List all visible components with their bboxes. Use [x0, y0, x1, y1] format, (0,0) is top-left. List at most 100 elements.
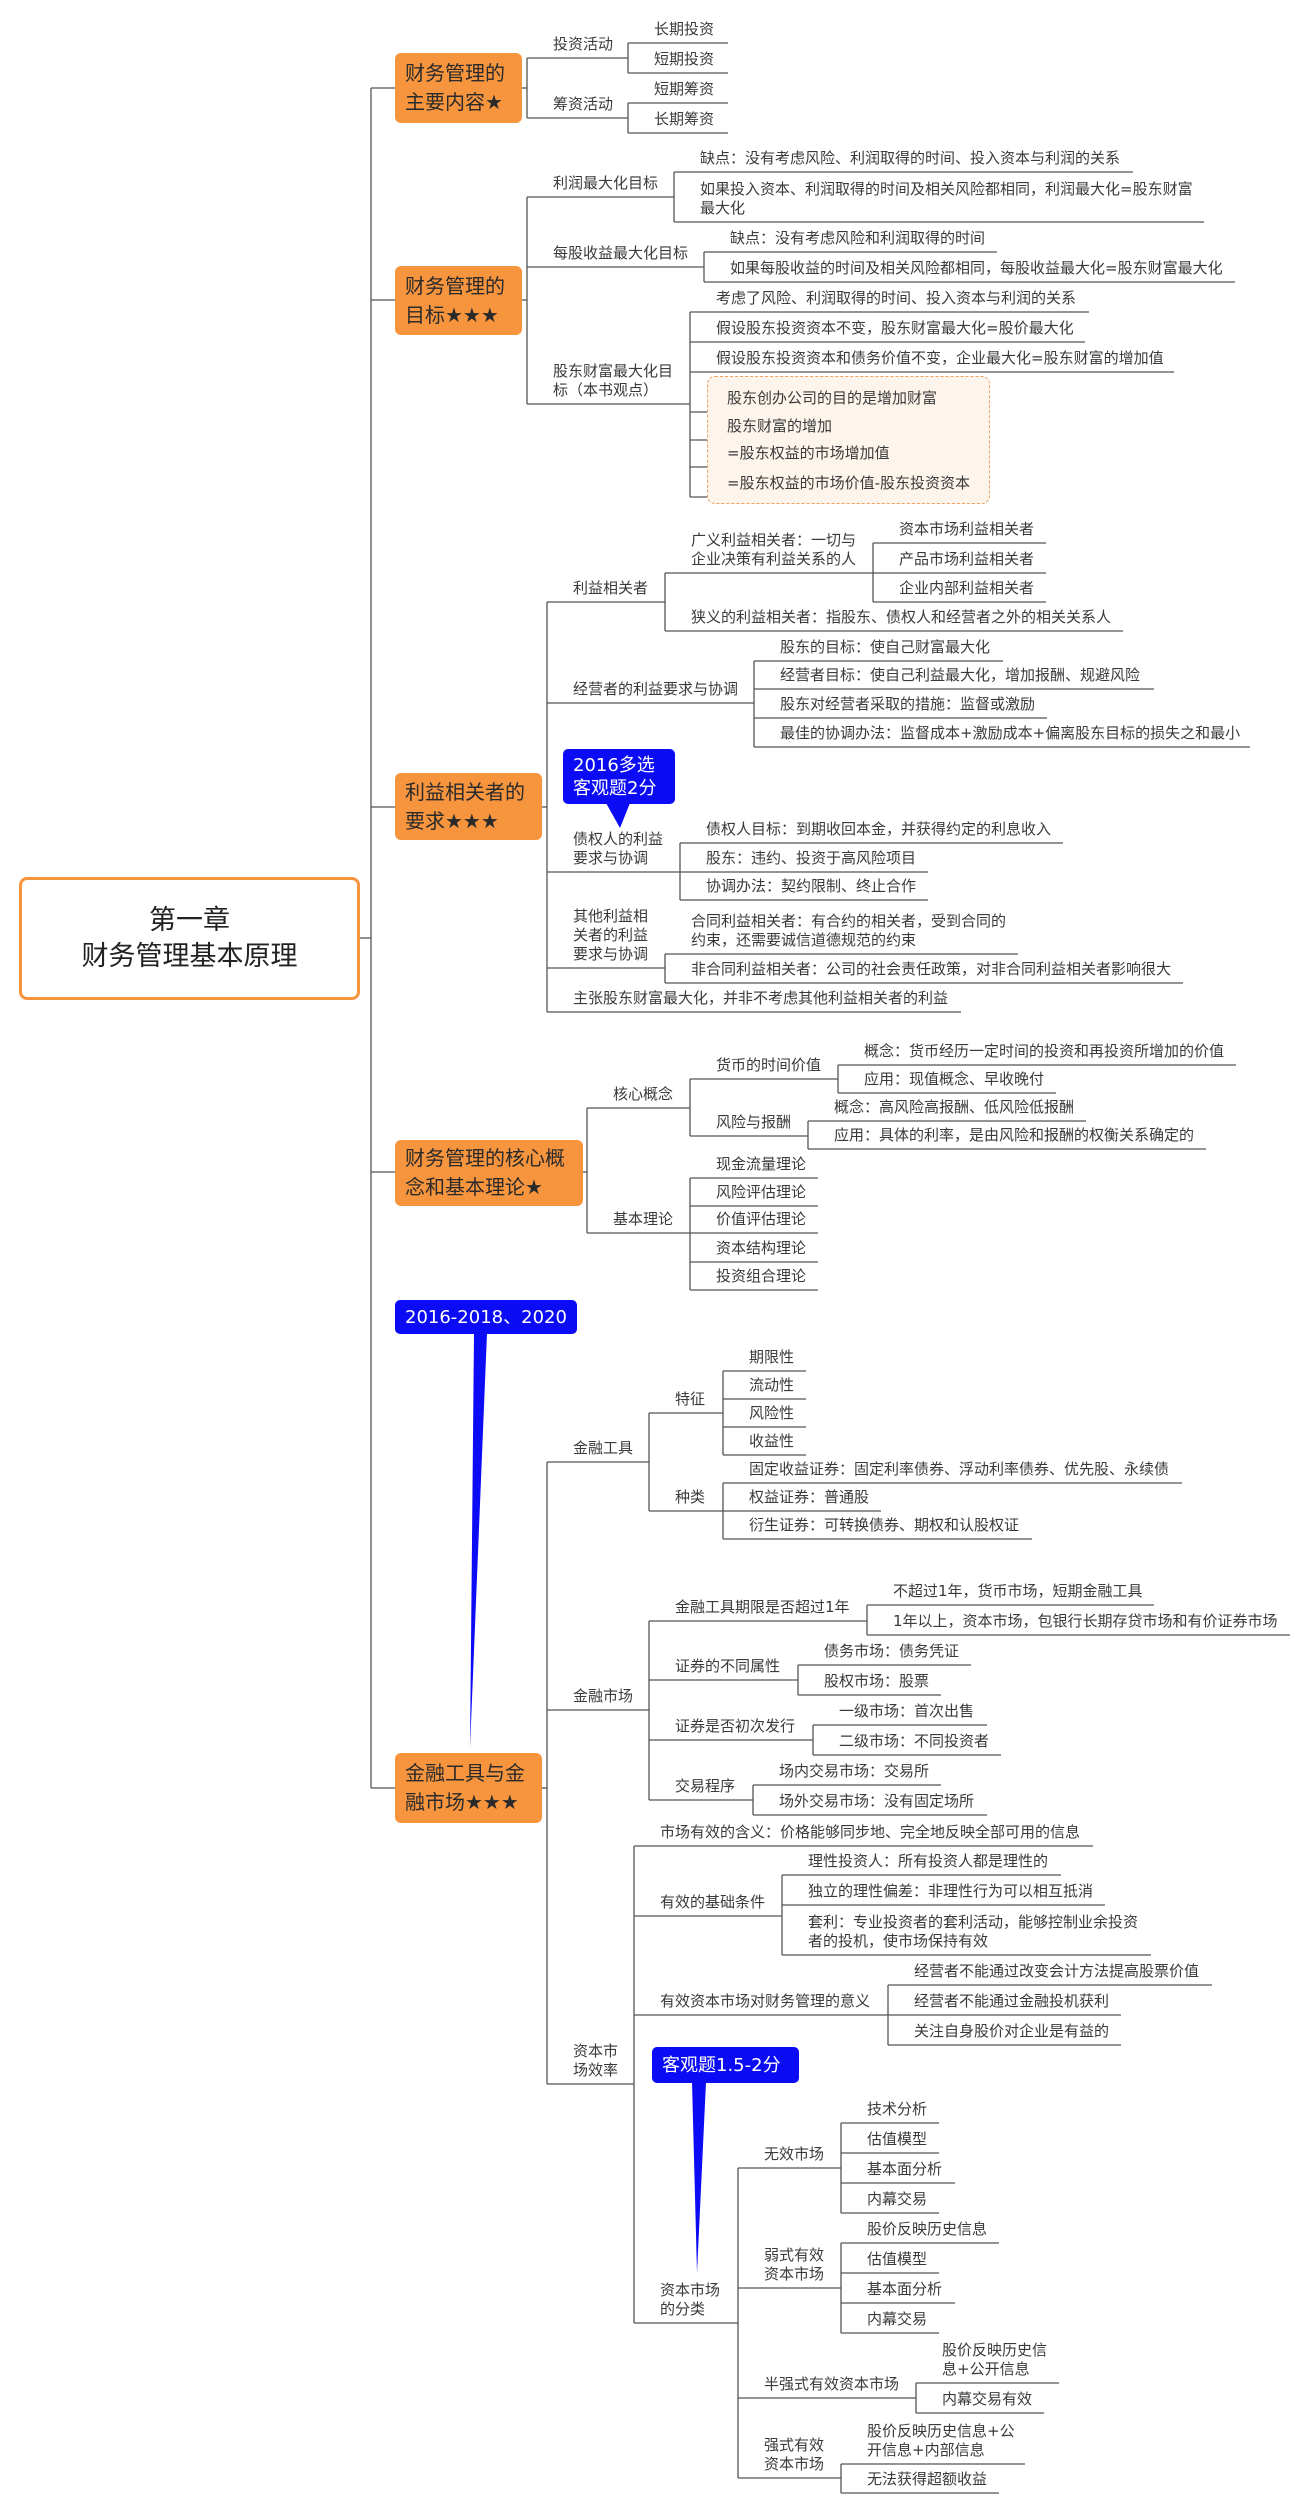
leaf-topic[interactable]: 股东对经营者采取的措施：监督或激励 [780, 695, 1036, 713]
subtopic-level-2[interactable]: 交易程序 [675, 1777, 736, 1795]
leaf-topic[interactable]: 概念：货币经历一定时间的投资和再投资所增加的价值 [864, 1042, 1225, 1060]
subtopic-level-3[interactable]: 强式有效资本市场 [764, 2436, 825, 2473]
leaf-topic[interactable]: 现金流量理论 [716, 1155, 807, 1173]
subtopic-level-2[interactable]: 资本市场的分类 [660, 2281, 721, 2318]
leaf-topic[interactable]: 缺点：没有考虑风险、利润取得的时间、投入资本与利润的关系 [700, 149, 1121, 167]
leaf-topic[interactable]: 产品市场利益相关者 [899, 550, 1035, 568]
leaf-topic[interactable]: 如果投入资本、利润取得的时间及相关风险都相同，利润最大化=股东财富最大化 [700, 180, 1193, 217]
leaf-topic[interactable]: 技术分析 [867, 2100, 928, 2118]
leaf-topic[interactable]: 基本面分析 [867, 2280, 943, 2298]
leaf-topic[interactable]: 市场有效的含义：价格能够同步地、完全地反映全部可用的信息 [660, 1823, 1081, 1841]
subtopic-level-3[interactable]: 弱式有效资本市场 [764, 2246, 825, 2283]
subtopic-level-1[interactable]: 股东财富最大化目标（本书观点） [553, 362, 674, 399]
leaf-topic[interactable]: 内幕交易 [867, 2190, 928, 2208]
leaf-topic[interactable]: 短期筹资 [654, 80, 715, 98]
leaf-topic[interactable]: 债权人目标：到期收回本金，并获得约定的利息收入 [706, 820, 1052, 838]
leaf-topic[interactable]: 权益证券：普通股 [749, 1488, 870, 1506]
leaf-topic[interactable]: 内幕交易有效 [942, 2390, 1033, 2408]
subtopic-level-2[interactable]: 有效资本市场对财务管理的意义 [660, 1992, 871, 2010]
leaf-topic[interactable]: 债务市场：债务凭证 [824, 1642, 960, 1660]
subtopic-level-3[interactable]: 半强式有效资本市场 [764, 2375, 900, 2393]
subtopic-level-2[interactable]: 特征 [675, 1390, 706, 1408]
leaf-topic[interactable]: 估值模型 [867, 2250, 928, 2268]
subtopic-level-3[interactable]: 无效市场 [764, 2145, 825, 2163]
leaf-topic[interactable]: 流动性 [749, 1376, 795, 1394]
subtopic-level-2[interactable]: 有效的基础条件 [660, 1893, 766, 1911]
leaf-topic[interactable]: 非合同利益相关者：公司的社会责任政策，对非合同利益相关者影响很大 [691, 960, 1172, 978]
leaf-topic[interactable]: 经营者不能通过金融投机获利 [914, 1992, 1110, 2010]
leaf-topic[interactable]: 考虑了风险、利润取得的时间、投入资本与利润的关系 [716, 289, 1077, 307]
leaf-topic[interactable]: 一级市场：首次出售 [839, 1702, 975, 1720]
leaf-topic[interactable]: =股东权益的市场增加值 [727, 444, 890, 462]
exam-note-callout[interactable]: 2016-2018、2020 [395, 1300, 577, 1334]
leaf-topic[interactable]: 资本结构理论 [716, 1239, 807, 1257]
leaf-topic[interactable]: 价值评估理论 [716, 1210, 807, 1228]
subtopic-level-2[interactable]: 货币的时间价值 [716, 1056, 822, 1074]
leaf-topic[interactable]: 二级市场：不同投资者 [839, 1732, 990, 1750]
subtopic-level-1[interactable]: 投资活动 [553, 35, 614, 53]
subtopic-level-2[interactable]: 风险与报酬 [716, 1113, 792, 1131]
leaf-topic[interactable]: 独立的理性偏差：非理性行为可以相互抵消 [808, 1882, 1094, 1900]
leaf-topic[interactable]: 合同利益相关者：有合约的相关者，受到合同的约束，还需要诚信道德规范的约束 [691, 912, 1007, 949]
leaf-topic[interactable]: 套利：专业投资者的套利活动，能够控制业余投资者的投机，使市场保持有效 [808, 1913, 1139, 1950]
leaf-topic[interactable]: 经营者目标：使自己利益最大化，增加报酬、规避风险 [780, 666, 1141, 684]
leaf-topic[interactable]: 假设股东投资资本和债务价值不变，企业最大化=股东财富的增加值 [716, 349, 1164, 367]
leaf-topic[interactable]: 股价反映历史信息 [867, 2220, 988, 2238]
subtopic-level-2[interactable]: 种类 [675, 1488, 706, 1506]
leaf-topic[interactable]: 衍生证券：可转换债券、期权和认股权证 [749, 1516, 1020, 1534]
branch-topic-2[interactable]: 财务管理的目标★★★ [395, 266, 522, 335]
leaf-topic[interactable]: 狭义的利益相关者：指股东、债权人和经营者之外的相关关系人 [691, 608, 1112, 626]
leaf-topic[interactable]: 理性投资人：所有投资人都是理性的 [808, 1852, 1049, 1870]
subtopic-level-1[interactable]: 资本市场效率 [573, 2042, 619, 2079]
leaf-topic[interactable]: 假设股东投资资本不变，股东财富最大化=股价最大化 [716, 319, 1074, 337]
subtopic-level-1[interactable]: 金融市场 [573, 1687, 634, 1705]
subtopic-level-1[interactable]: 基本理论 [613, 1210, 674, 1228]
leaf-topic[interactable]: 无法获得超额收益 [867, 2470, 988, 2488]
branch-topic-1[interactable]: 财务管理的主要内容★ [395, 53, 522, 123]
branch-topic-5[interactable]: 金融工具与金融市场★★★ [395, 1753, 542, 1823]
leaf-topic[interactable]: 收益性 [749, 1432, 795, 1450]
leaf-topic[interactable]: 概念：高风险高报酬、低风险低报酬 [834, 1098, 1075, 1116]
subtopic-level-1[interactable]: 筹资活动 [553, 95, 614, 113]
subtopic-level-1[interactable]: 其他利益相关者的利益要求与协调 [573, 907, 649, 963]
subtopic-level-2[interactable]: 广义利益相关者：一切与企业决策有利益关系的人 [691, 531, 857, 568]
exam-note-callout[interactable]: 客观题1.5-2分 [652, 2047, 799, 2083]
leaf-topic[interactable]: 期限性 [749, 1348, 795, 1366]
leaf-topic[interactable]: 不超过1年，货币市场，短期金融工具 [893, 1582, 1143, 1600]
leaf-topic[interactable]: 短期投资 [654, 50, 715, 68]
leaf-topic[interactable]: 协调办法：契约限制、终止合作 [706, 877, 917, 895]
branch-topic-4[interactable]: 财务管理的核心概念和基本理论★ [395, 1140, 583, 1206]
branch-topic-3[interactable]: 利益相关者的要求★★★ [395, 773, 542, 840]
leaf-topic[interactable]: =股东权益的市场价值-股东投资资本 [727, 474, 970, 492]
leaf-topic[interactable]: 基本面分析 [867, 2160, 943, 2178]
leaf-topic[interactable]: 长期筹资 [654, 110, 715, 128]
subtopic-level-1[interactable]: 每股收益最大化目标 [553, 244, 689, 262]
leaf-topic[interactable]: 企业内部利益相关者 [899, 579, 1035, 597]
leaf-topic[interactable]: 风险性 [749, 1404, 795, 1422]
leaf-topic[interactable]: 固定收益证券：固定利率债券、浮动利率债券、优先股、永续债 [749, 1460, 1170, 1478]
subtopic-level-1[interactable]: 核心概念 [613, 1085, 674, 1103]
subtopic-level-1[interactable]: 利益相关者 [573, 579, 649, 597]
subtopic-level-2[interactable]: 金融工具期限是否超过1年 [675, 1598, 850, 1616]
leaf-topic[interactable]: 股东创办公司的目的是增加财富 [727, 389, 938, 407]
subtopic-level-2[interactable]: 证券是否初次发行 [675, 1717, 796, 1735]
leaf-topic[interactable]: 如果每股收益的时间及相关风险都相同，每股收益最大化=股东财富最大化 [730, 259, 1223, 277]
leaf-topic[interactable]: 长期投资 [654, 20, 715, 38]
subtopic-level-2[interactable]: 证券的不同属性 [675, 1657, 781, 1675]
leaf-topic[interactable]: 股权市场：股票 [824, 1672, 930, 1690]
leaf-topic[interactable]: 场内交易市场：交易所 [779, 1762, 930, 1780]
root-topic[interactable]: 第一章 财务管理基本原理 [19, 877, 360, 1000]
leaf-topic[interactable]: 股东：违约、投资于高风险项目 [706, 849, 917, 867]
leaf-topic[interactable]: 应用：具体的利率，是由风险和报酬的权衡关系确定的 [834, 1126, 1195, 1144]
leaf-topic[interactable]: 场外交易市场：没有固定场所 [779, 1792, 975, 1810]
leaf-topic[interactable]: 内幕交易 [867, 2310, 928, 2328]
leaf-topic[interactable]: 股东的目标：使自己财富最大化 [780, 638, 991, 656]
leaf-topic[interactable]: 最佳的协调办法：监督成本+激励成本+偏离股东目标的损失之和最小 [780, 724, 1241, 742]
leaf-topic[interactable]: 关注自身股价对企业是有益的 [914, 2022, 1110, 2040]
leaf-topic[interactable]: 投资组合理论 [716, 1267, 807, 1285]
exam-note-callout[interactable]: 2016多选 客观题2分 [563, 749, 675, 804]
subtopic-level-1[interactable]: 债权人的利益要求与协调 [573, 830, 664, 867]
leaf-topic[interactable]: 1年以上，资本市场，包银行长期存贷市场和有价证券市场 [893, 1612, 1278, 1630]
subtopic-level-1[interactable]: 利润最大化目标 [553, 174, 659, 192]
leaf-topic[interactable]: 主张股东财富最大化，并非不考虑其他利益相关者的利益 [573, 989, 949, 1007]
